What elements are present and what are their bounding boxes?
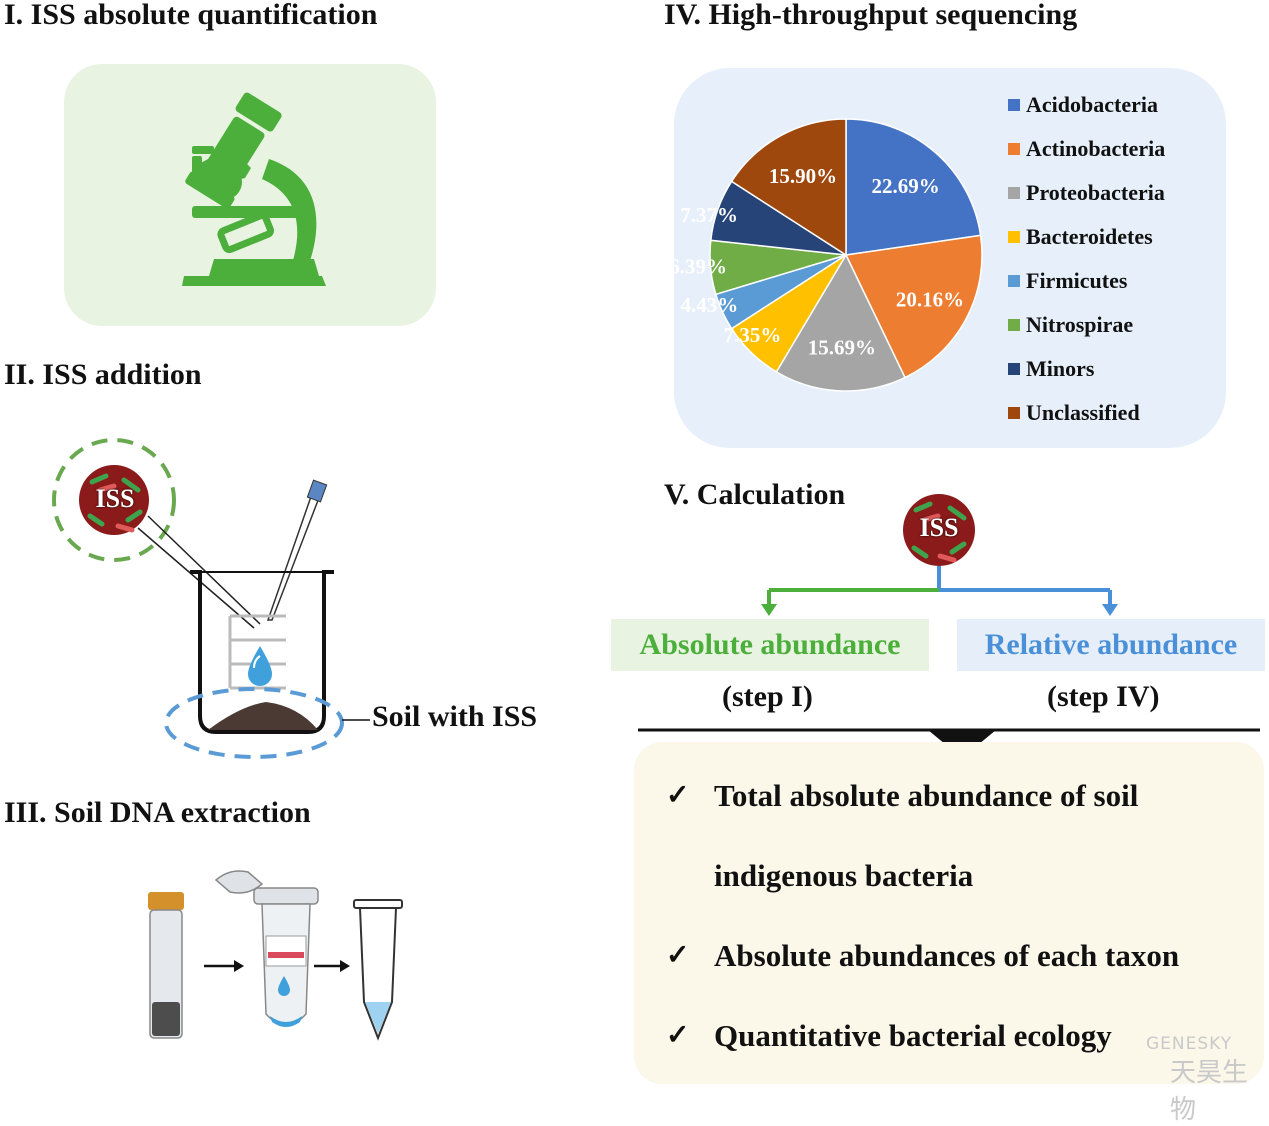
result-quantitative-ecology: Quantitative bacterial ecology xyxy=(714,1018,1112,1053)
result-taxon-abundance: Absolute abundances of each taxon xyxy=(714,938,1180,973)
pie-data-label: 20.16% xyxy=(896,288,964,312)
beaker-icon xyxy=(190,570,334,734)
result-total-abundance-cont: indigenous bacteria xyxy=(714,858,974,893)
legend-label: Minors xyxy=(1026,356,1095,381)
calc-iss-label: ISS xyxy=(919,513,959,542)
legend-swatch xyxy=(1008,362,1020,375)
check-icon: ✓ xyxy=(666,1020,690,1051)
legend-item-unclassified: Unclassified xyxy=(1008,400,1140,426)
legend-item-actinobacteria: Actinobacteria xyxy=(1008,136,1165,162)
check-icon: ✓ xyxy=(666,780,690,811)
iss-badge-label: ISS xyxy=(95,484,135,513)
dna-extraction-illustration xyxy=(148,870,403,1041)
check-icon: ✓ xyxy=(666,940,690,971)
section-title-addition: II. ISS addition xyxy=(4,358,202,391)
legend-swatch xyxy=(1008,406,1020,419)
step-four-label: (step IV) xyxy=(1047,680,1160,713)
pie-data-label: 15.69% xyxy=(808,335,876,359)
pie-chart: 22.69%20.16%15.69%7.35%4.43%6.39%7.37%15… xyxy=(669,118,983,392)
legend-swatch xyxy=(1008,186,1020,199)
calculation-connectors xyxy=(638,494,1260,758)
pie-data-label: 6.39% xyxy=(669,254,727,278)
legend-swatch xyxy=(1008,274,1020,287)
absolute-abundance-box: Absolute abundance xyxy=(611,619,929,671)
legend-label: Actinobacteria xyxy=(1026,136,1166,161)
pie-data-label: 15.90% xyxy=(769,164,837,188)
section-title-extraction: III. Soil DNA extraction xyxy=(4,796,311,829)
legend-label: Bacteroidetes xyxy=(1026,224,1153,249)
legend-swatch xyxy=(1008,98,1020,111)
legend-label: Proteobacteria xyxy=(1026,180,1165,205)
soil-with-iss-label: Soil with ISS xyxy=(372,700,538,733)
section-title-sequencing: IV. High-throughput sequencing xyxy=(664,0,1078,31)
legend-item-nitrospirae: Nitrospirae xyxy=(1008,312,1133,338)
legend-item-bacteroidetes: Bacteroidetes xyxy=(1008,224,1153,250)
legend-swatch xyxy=(1008,318,1020,331)
watermark-brand-cn: 天昊生物 xyxy=(1170,1058,1249,1125)
legend-label: Firmicutes xyxy=(1026,268,1128,293)
soil-highlight-ring xyxy=(164,687,344,759)
result-total-abundance: Total absolute abundance of soil xyxy=(714,778,1139,813)
section-title-quantification: I. ISS absolute quantification xyxy=(4,0,378,31)
legend-label: Acidobacteria xyxy=(1026,92,1158,117)
legend-item-minors: Minors xyxy=(1008,356,1094,382)
pie-data-label: 7.37% xyxy=(680,203,738,227)
pie-slice-acidobacteria xyxy=(845,118,982,256)
watermark-brand: GENESKY xyxy=(1146,1034,1233,1054)
microscope-panel xyxy=(64,64,436,326)
legend-item-acidobacteria: Acidobacteria xyxy=(1008,92,1158,118)
legend-swatch xyxy=(1008,230,1020,243)
legend-item-proteobacteria: Proteobacteria xyxy=(1008,180,1165,206)
step-one-label: (step I) xyxy=(722,680,813,713)
iss-highlight-ring xyxy=(52,438,176,562)
results-panel xyxy=(634,742,1264,1084)
section-title-calculation: V. Calculation xyxy=(664,478,846,511)
legend-swatch xyxy=(1008,142,1020,155)
pie-data-label: 4.43% xyxy=(680,293,738,317)
sample-tube-icon xyxy=(148,892,184,1039)
pie-slice-actinobacteria xyxy=(844,234,983,379)
pie-data-label: 22.69% xyxy=(871,174,939,198)
collection-tube-icon xyxy=(353,899,403,1041)
legend-label: Nitrospirae xyxy=(1026,312,1134,337)
pie-slice-proteobacteria xyxy=(775,253,906,392)
spin-column-icon xyxy=(214,870,319,1027)
microscope-icon xyxy=(182,92,326,286)
pipette-icon xyxy=(266,479,328,621)
legend-label: Unclassified xyxy=(1026,400,1140,425)
iss-addition-illustration xyxy=(52,438,370,759)
legend-item-firmicutes: Firmicutes xyxy=(1008,268,1127,294)
relative-abundance-box: Relative abundance xyxy=(957,619,1265,671)
pie-slice-unclassified xyxy=(730,118,847,257)
